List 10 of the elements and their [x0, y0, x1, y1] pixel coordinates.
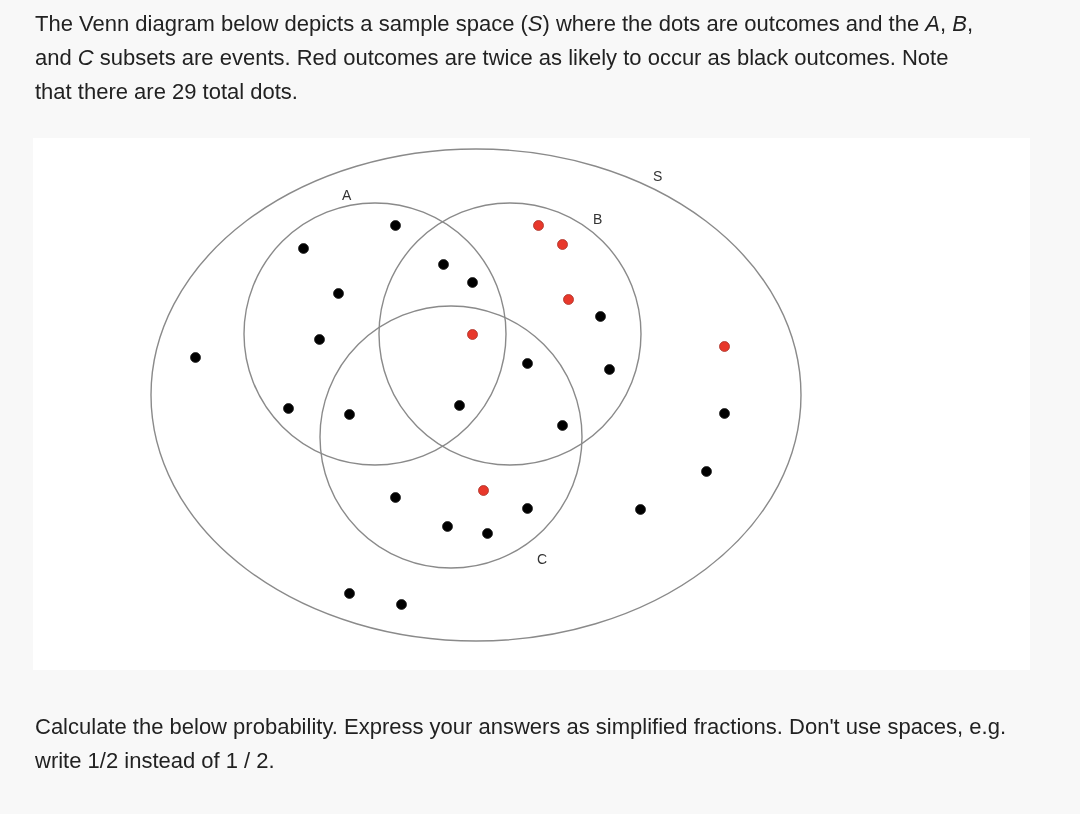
- event-circle: [319, 305, 583, 569]
- set-label: A: [342, 188, 352, 202]
- sample-space-ellipse: [150, 148, 802, 642]
- paragraph-text: Calculate the below probability. Express your answers as simplified fractions. Don't use spaces, e.g. write 1/2 instead of 1 / 2.: [35, 713, 1008, 775]
- event-circle: [243, 187, 507, 466]
- paragraph-text: The Venn diagram below depicts a sample space (S) where the dots are outcomes and the A, B, and C subsets are events. Red outcomes are twice as likely to occur as black outcomes. Note that there are 29 total dots.: [35, 10, 975, 106]
- set-label: B: [593, 212, 603, 226]
- set-label: C: [537, 552, 548, 566]
- set-label: S: [653, 169, 663, 183]
- event-circle: [378, 202, 642, 466]
